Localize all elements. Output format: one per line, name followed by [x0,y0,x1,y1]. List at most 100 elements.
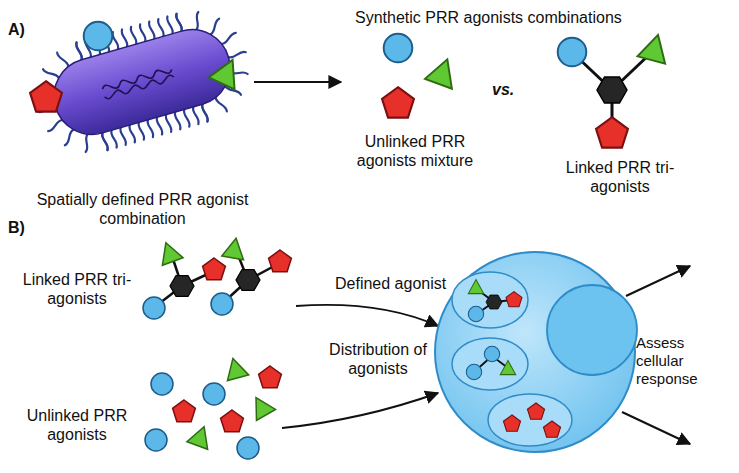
hair [201,104,208,122]
hair [147,120,154,138]
hair [207,19,223,35]
group-label: Linked PRR tri-agonists [18,270,136,308]
hair [175,14,182,32]
scattered-agonists-part [203,383,225,405]
hair [175,14,182,32]
unlinked-mixture-part [384,34,413,63]
linked-molecules-part [170,276,194,297]
text-label: B) [8,218,38,237]
cell-part [547,285,637,375]
linked-molecules-part [143,297,165,319]
hair [138,122,145,140]
hair [216,95,227,113]
linked-tri-agonist-part [597,77,627,103]
text-label: vs. [492,80,532,99]
hair [46,120,64,131]
unlinked-mixture [382,34,461,118]
hair [101,133,108,151]
cell-part [468,306,483,321]
flow-arrows-part [626,266,690,296]
hair [120,127,127,145]
cell-part [506,292,522,307]
cell-part [486,295,502,309]
labelled-group: Spatially defined PRR agonist combinatio… [35,18,250,228]
bacterium-agonists-part [209,54,246,90]
hair [101,133,108,151]
cell-part [466,364,481,379]
unlinked-mixture-part [382,87,414,117]
scattered-agonists [145,356,281,459]
bacterium [23,0,262,166]
hair [130,27,137,45]
hair [156,117,163,135]
hair [220,33,238,44]
hair [139,24,146,42]
linked-molecules-part [236,270,260,291]
linked-molecules-part [269,250,292,272]
hair [201,104,208,122]
labelled-group: Linked PRR tri-agonists [18,262,136,308]
hair [61,130,77,146]
hair [129,125,136,143]
cell-part [500,361,515,375]
scattered-agonists-part [187,423,215,449]
unlinked-mixture-part [425,54,461,88]
cell-part [484,346,499,361]
hair [228,51,246,58]
hair [192,106,199,124]
group-label: Unlinked PRR agonists mixture [345,132,485,170]
linked-molecules-part [203,258,226,280]
cell [435,252,637,452]
hair [192,12,203,30]
cell-part [488,394,572,446]
scattered-agonists-part [145,429,167,451]
flow-arrows-part [296,305,438,326]
hair [121,29,128,47]
scattered-agonists-part [221,410,244,432]
group-label: Linked PRR tri-agonists [545,158,695,196]
hair [166,16,173,34]
hair [43,66,59,82]
bacterial-hairs [23,0,262,166]
hair [75,42,82,60]
hair [81,134,92,152]
cell-part [452,338,528,390]
linked-molecules-part [211,293,233,315]
hair [183,109,190,127]
linked-tri-agonist-part [596,117,628,147]
cell-part [503,415,520,431]
linked-molecules-part [222,236,247,260]
hair [165,114,172,132]
flow-arrows-part [282,393,438,428]
hair [148,21,155,39]
linked-tri-agonist [558,31,672,147]
linked-tri-agonist-part [637,31,671,64]
linked-tri-agonist-part [558,38,587,67]
scattered-agonists-part [246,392,275,420]
scattered-agonists-part [151,373,173,395]
bacterium-part [45,21,239,144]
cell-part [468,280,483,294]
text-label: Defined agonist [335,274,465,293]
text-label: Assess cellular response [636,334,736,388]
scattered-agonists-part [259,366,282,388]
cell-part [452,272,528,328]
text-label: Distribution of agonists [322,340,434,378]
bacterium-agonists [30,22,246,112]
scattered-agonists-part [173,400,196,422]
labelled-group: Unlinked PRR agonists mixture [345,28,485,170]
linked-molecules [143,236,291,319]
connector-arrow [254,81,341,83]
cell-part [527,403,544,419]
group-label: Unlinked PRR agonists [18,406,136,444]
scattered-agonists-part [222,356,248,381]
text-label: A) [8,20,38,39]
hair [75,42,82,60]
labelled-group: Unlinked PRR agonists [18,398,136,444]
hair [110,130,117,148]
text-label: Synthetic PRR agonists combinations [355,8,655,27]
labelled-group: Linked PRR tri-agonists [545,24,695,196]
group-label: Spatially defined PRR agonist combinatio… [35,190,250,228]
